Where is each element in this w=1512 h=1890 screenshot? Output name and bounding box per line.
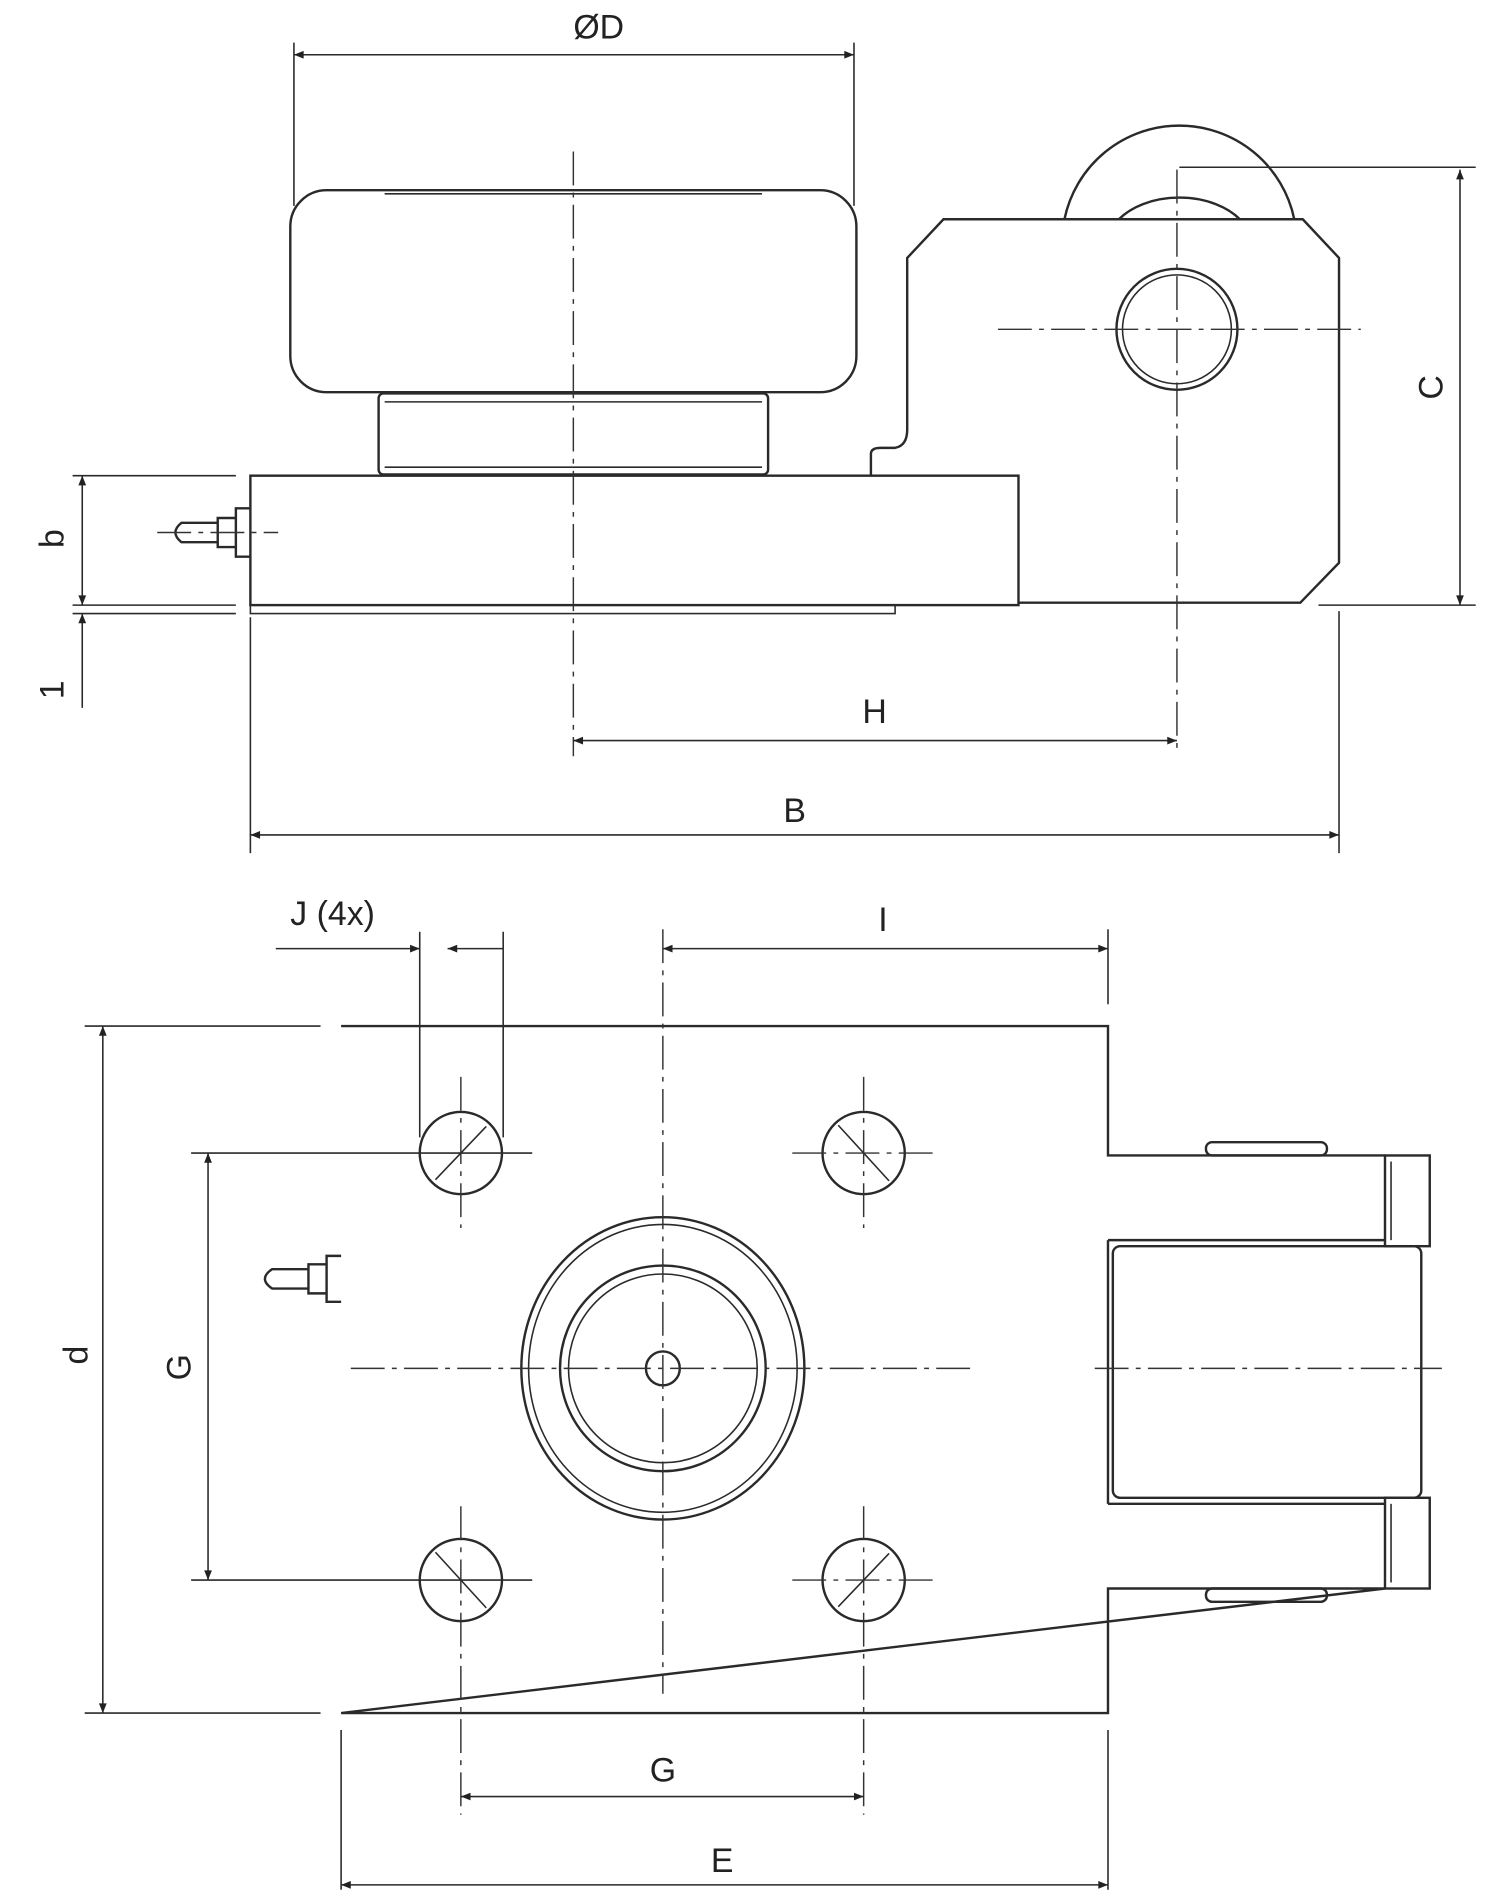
side-view: ØD C b 1 H B	[33, 8, 1476, 854]
height-label: C	[1412, 375, 1450, 399]
bracket	[869, 218, 1341, 604]
offset-label: I	[878, 901, 887, 939]
top-roller	[1063, 124, 1296, 221]
base-height-label: b	[33, 529, 71, 548]
grease-nipple	[263, 1254, 342, 1304]
hole-label: J (4x)	[290, 895, 375, 933]
center-distance-label: H	[862, 693, 886, 731]
hole-spacing-vertical-label: G	[160, 1354, 198, 1380]
centerlines	[157, 151, 1361, 757]
pin-top	[1204, 1140, 1329, 1157]
bracket-ears	[1106, 1154, 1431, 1590]
top-view: J (4x) I d G G E	[58, 895, 1442, 1890]
depth-label: d	[58, 1346, 96, 1365]
overall-length-label: B	[783, 792, 806, 830]
dimensions	[72, 42, 1476, 854]
plate-label: 1	[33, 680, 71, 699]
pin-bottom	[1204, 1587, 1329, 1604]
dimensions	[84, 929, 1109, 1890]
roller	[1111, 1244, 1423, 1499]
base-outline	[340, 1024, 1386, 1715]
base-plate	[249, 474, 1020, 615]
centerlines	[350, 929, 1442, 1815]
hole-spacing-horizontal-label: G	[650, 1751, 676, 1789]
width-label: E	[711, 1842, 734, 1880]
diameter-label: ØD	[573, 8, 624, 46]
